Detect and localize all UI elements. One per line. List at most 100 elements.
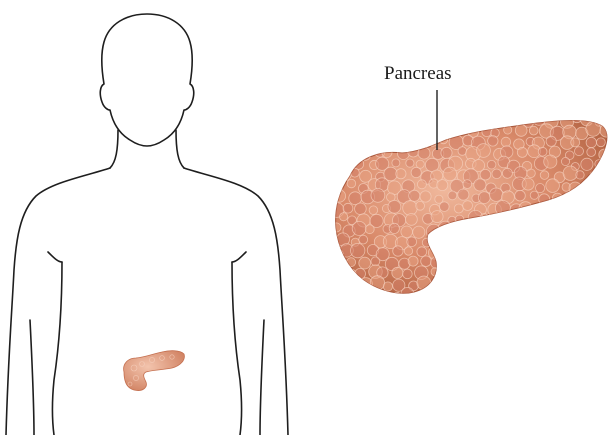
- lobule: [418, 126, 428, 136]
- lobule: [595, 292, 604, 301]
- lobule: [505, 255, 520, 270]
- lobule: [478, 192, 490, 204]
- lobule: [409, 124, 419, 134]
- lobule: [371, 138, 379, 146]
- lobule: [490, 279, 503, 292]
- lobule: [581, 158, 593, 170]
- lobule: [546, 291, 560, 305]
- lobule: [389, 223, 399, 233]
- lobule: [572, 221, 585, 234]
- lobule: [476, 276, 490, 290]
- lobule: [544, 155, 557, 168]
- lobule: [579, 194, 587, 202]
- lobule: [540, 171, 549, 180]
- lobule: [539, 194, 550, 205]
- lobule: [399, 112, 414, 127]
- lobule: [502, 294, 511, 303]
- lobule: [427, 290, 441, 304]
- lobule: [396, 169, 406, 179]
- lobule: [406, 214, 418, 226]
- lobule: [530, 237, 539, 246]
- lobule: [501, 225, 512, 236]
- lobule: [351, 243, 365, 257]
- lobule: [437, 180, 448, 191]
- lobule: [555, 201, 568, 214]
- lobule: [583, 223, 597, 237]
- lobule: [354, 137, 364, 147]
- lobule: [413, 226, 425, 238]
- lobule: [492, 169, 502, 179]
- lobule: [395, 126, 409, 140]
- lobule: [540, 255, 553, 268]
- lobule: [487, 160, 496, 169]
- lobule: [529, 126, 538, 135]
- lobule: [519, 278, 530, 289]
- lobule: [474, 179, 486, 191]
- lobule: [502, 168, 512, 178]
- lobule: [416, 160, 424, 168]
- lobule: [587, 281, 598, 292]
- lobule: [344, 158, 355, 169]
- lobule: [351, 279, 360, 288]
- lobule: [457, 234, 467, 244]
- lobule: [478, 237, 489, 248]
- lobule: [534, 292, 544, 302]
- lobule: [461, 116, 472, 127]
- lobule: [596, 280, 610, 295]
- lobule: [554, 233, 566, 245]
- lobule: [573, 212, 587, 226]
- lobule: [592, 179, 604, 191]
- lobule: [587, 148, 596, 157]
- lobule: [422, 238, 431, 247]
- lobule: [559, 246, 568, 255]
- lobule: [488, 244, 503, 259]
- right-armpit: [232, 252, 246, 262]
- lobule: [392, 159, 400, 167]
- lobule: [547, 248, 558, 259]
- lobule: [444, 281, 454, 291]
- lobule: [332, 223, 341, 232]
- lobule: [482, 127, 492, 137]
- lobule: [568, 265, 582, 279]
- lobule: [342, 292, 353, 303]
- lobule: [579, 280, 588, 289]
- lobule: [440, 115, 449, 124]
- lobule: [553, 280, 566, 293]
- lobule: [546, 136, 556, 146]
- lobule: [392, 267, 403, 278]
- lobule: [464, 226, 475, 237]
- lobule: [546, 269, 559, 282]
- lobule: [369, 206, 378, 215]
- lobule: [521, 245, 532, 256]
- lobule: [369, 290, 382, 303]
- lobule: [495, 201, 510, 216]
- lobule: [526, 269, 535, 278]
- lobule: [463, 201, 473, 211]
- lobule: [359, 257, 371, 269]
- lobule: [403, 201, 418, 216]
- lobule: [596, 205, 606, 215]
- lobule: [480, 256, 491, 267]
- lobule: [435, 125, 444, 134]
- lobule: [340, 213, 348, 221]
- lobule: [447, 259, 459, 271]
- lobule: [445, 123, 456, 134]
- lobule: [344, 116, 353, 125]
- lobule: [427, 135, 438, 146]
- lobule: [513, 288, 525, 300]
- lobule: [590, 171, 599, 180]
- lobule: [490, 224, 499, 233]
- lobule: [352, 221, 366, 235]
- lobule: [489, 214, 503, 228]
- lobule: [337, 278, 349, 290]
- lobule: [330, 291, 340, 301]
- lobule: [501, 137, 511, 147]
- lobule: [335, 127, 347, 139]
- lobule: [576, 171, 584, 179]
- lobule: [463, 180, 472, 189]
- lobule: [425, 117, 436, 128]
- lobule: [522, 178, 534, 190]
- lobule: [333, 268, 342, 277]
- lobule: [355, 203, 367, 215]
- lobule: [490, 188, 503, 201]
